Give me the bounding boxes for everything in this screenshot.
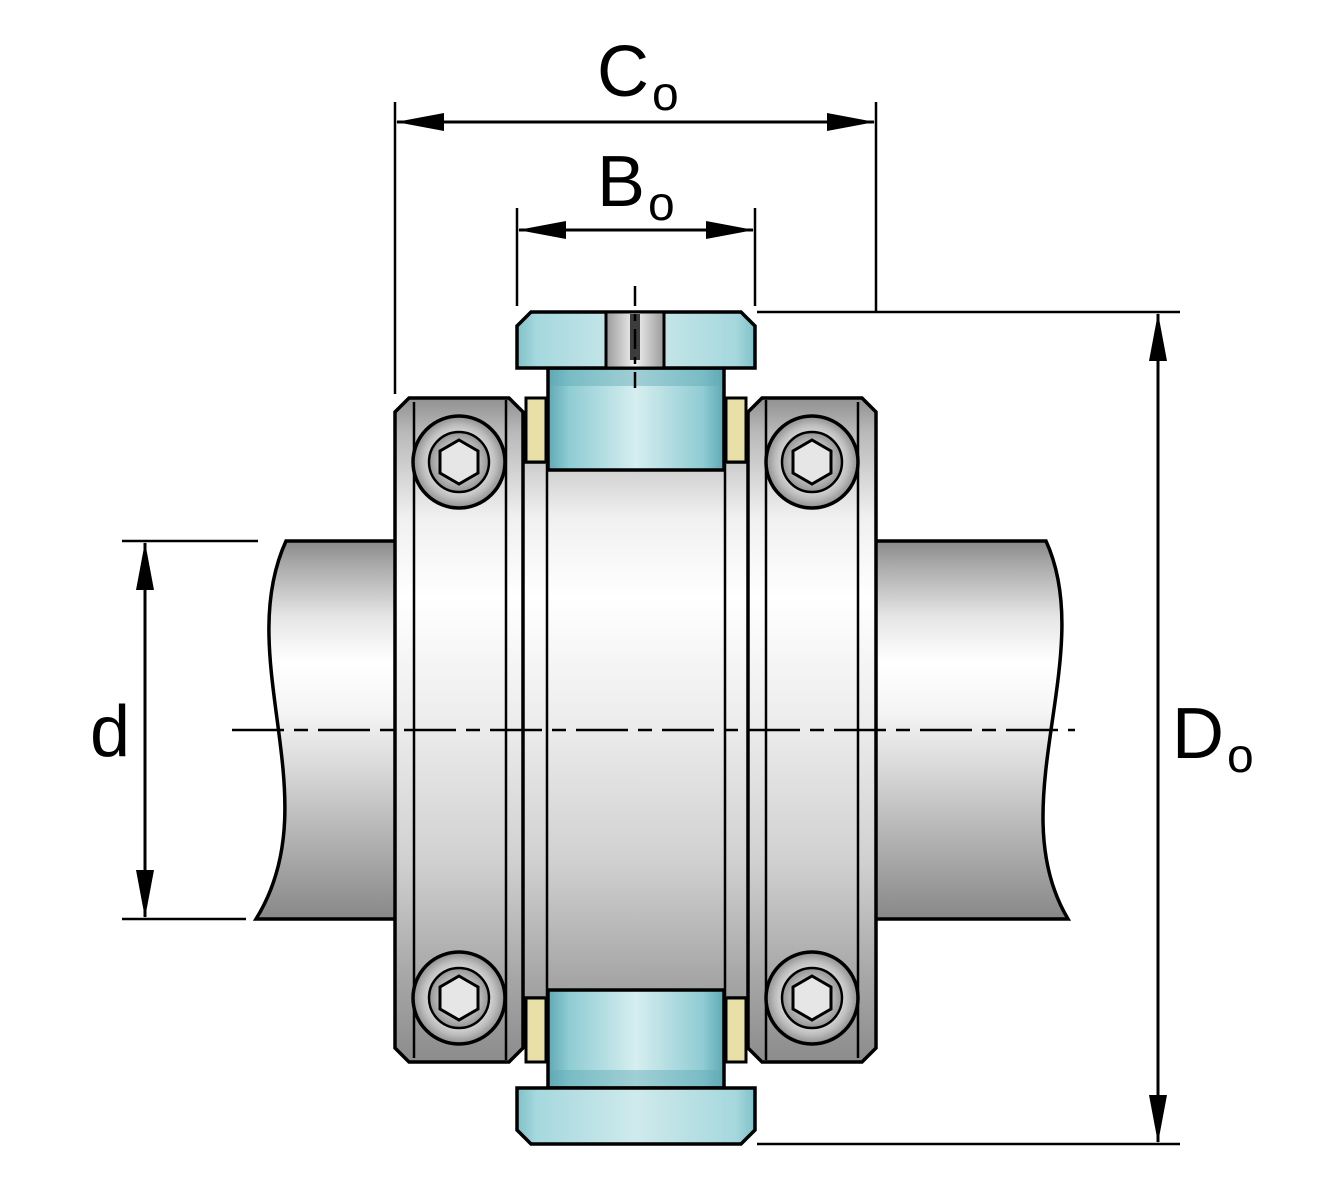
dimension-bo: Bo xyxy=(515,142,757,306)
lubricator-bottom-shade xyxy=(550,1070,722,1086)
dimension-do: Do xyxy=(757,310,1254,1146)
arrowhead-up xyxy=(1149,313,1167,361)
clamp-ring-left-body xyxy=(393,396,525,1064)
dimension-label-do: Do xyxy=(1172,694,1254,783)
arrowhead-right xyxy=(827,113,875,131)
arrowhead-right xyxy=(706,221,754,239)
spacer-bottom-left xyxy=(524,996,548,1064)
spacer-bottom-right xyxy=(724,996,748,1064)
arrowhead-left xyxy=(396,113,444,131)
spacers xyxy=(524,396,748,1064)
dimension-label-bo: Bo xyxy=(597,142,675,231)
arrowhead-up xyxy=(136,542,154,590)
dimension-label-co: Co xyxy=(597,32,679,121)
lubricator-top xyxy=(515,310,757,472)
dimension-co: Co xyxy=(393,32,878,394)
hex-socket-screw-top-right xyxy=(764,414,860,510)
spacer-top-right xyxy=(724,396,748,464)
dimension-label-d: d xyxy=(90,692,130,772)
lubricator-bottom-cap xyxy=(515,1086,757,1146)
dimension-d: d xyxy=(90,539,258,921)
spacer-top-left xyxy=(524,396,548,464)
lubricator-bottom-body xyxy=(546,988,726,1090)
arrowhead-left xyxy=(518,221,566,239)
bearing-assembly xyxy=(393,310,878,1146)
lubricator-bottom xyxy=(515,988,757,1146)
arrowhead-down xyxy=(1149,1095,1167,1143)
hex-socket-screw-bottom-left xyxy=(411,950,507,1046)
hex-socket-screw-top-left xyxy=(411,414,507,510)
arrowhead-down xyxy=(136,870,154,918)
hex-socket-screw-bottom-right xyxy=(764,950,860,1046)
